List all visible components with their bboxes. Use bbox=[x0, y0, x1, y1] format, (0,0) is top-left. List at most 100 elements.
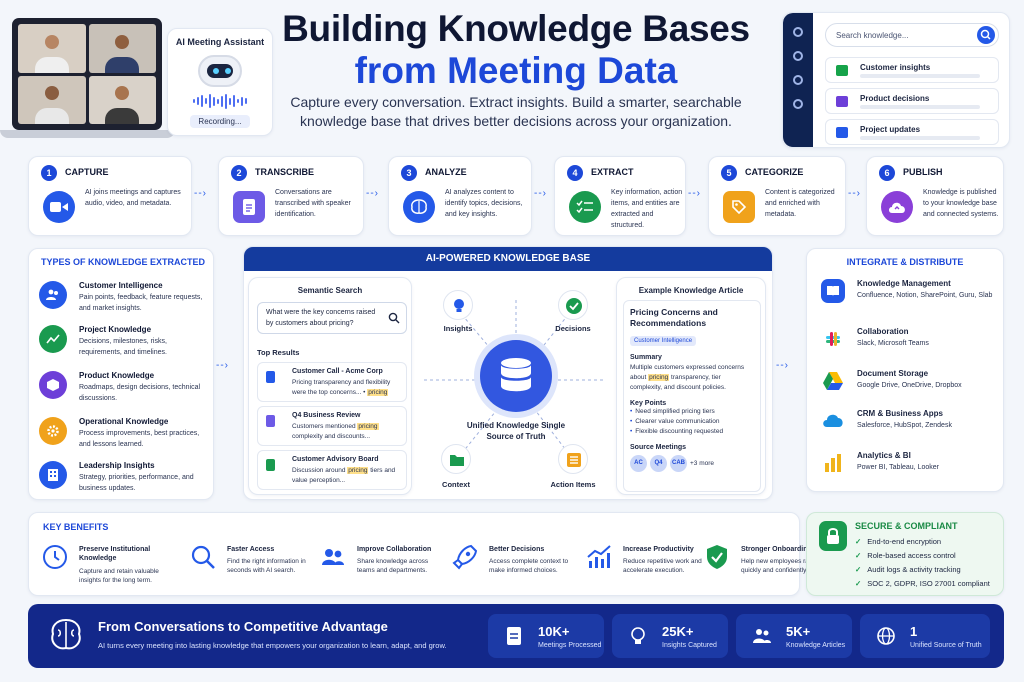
search-button[interactable] bbox=[977, 26, 995, 44]
node-label-context: Context bbox=[442, 480, 470, 489]
trend-icon bbox=[585, 543, 613, 571]
search-item-project-updates[interactable]: Project updates bbox=[825, 119, 999, 145]
step-extract: 4 EXTRACT Key information, action items,… bbox=[554, 156, 686, 236]
benefits-title: KEY BENEFITS bbox=[43, 522, 109, 532]
rocket-icon bbox=[451, 543, 479, 571]
document-icon bbox=[266, 459, 275, 471]
source-meetings: AC Q4 CAB +3 more bbox=[630, 455, 754, 472]
cloud-upload-icon bbox=[881, 191, 913, 223]
bar-chart-icon bbox=[821, 451, 845, 475]
knowledge-base-title: AI-POWERED KNOWLEDGE BASE bbox=[244, 247, 772, 271]
article-title: Pricing Concerns and Recommendations bbox=[630, 307, 718, 328]
participant-video bbox=[88, 75, 156, 124]
globe-icon bbox=[876, 626, 896, 646]
stat-insights: 25K+Insights Captured bbox=[612, 614, 728, 658]
page-title: Building Knowledge Bases bbox=[282, 8, 750, 49]
users-icon bbox=[319, 543, 347, 571]
flow-arrow: --› bbox=[534, 188, 547, 199]
recording-badge: Recording... bbox=[190, 115, 250, 128]
flow-arrow: --› bbox=[848, 188, 861, 199]
check-circle-icon bbox=[558, 290, 588, 320]
footer-banner: From Conversations to Competitive Advant… bbox=[28, 604, 1004, 668]
settings-icon[interactable] bbox=[793, 99, 803, 109]
lock-icon bbox=[819, 521, 847, 551]
node-label-decisions: Decisions bbox=[555, 324, 591, 333]
article-body: Pricing Concerns and Recommendations Cus… bbox=[623, 300, 761, 492]
example-article-card: Example Knowledge Article Pricing Concer… bbox=[616, 277, 766, 495]
node-label-action-items: Action Items bbox=[550, 480, 596, 489]
footer-title: From Conversations to Competitive Advant… bbox=[98, 619, 388, 634]
tag-icon bbox=[723, 191, 755, 223]
building-icon bbox=[39, 461, 67, 489]
integrate-distribute-panel: INTEGRATE & DISTRIBUTE Knowledge Managem… bbox=[806, 248, 1004, 492]
secure-compliant-panel: SECURE & COMPLIANT End-to-end encryption… bbox=[806, 512, 1004, 596]
article-tag: Customer Intelligence bbox=[630, 336, 697, 346]
lightbulb-icon bbox=[443, 290, 473, 320]
ai-meeting-assistant-card: AI Meeting Assistant Recording... bbox=[167, 28, 273, 136]
flow-arrow: --› bbox=[194, 188, 207, 199]
semantic-search-input[interactable]: What were the key concerns raised by cus… bbox=[257, 302, 407, 334]
more-sources-link[interactable]: +3 more bbox=[690, 460, 715, 467]
stat-meetings: 10K+Meetings Processed bbox=[488, 614, 604, 658]
step-publish: 6 PUBLISH Knowledge is published to your… bbox=[866, 156, 1004, 236]
search-input[interactable]: Search knowledge... bbox=[825, 23, 999, 47]
folder-icon bbox=[441, 444, 471, 474]
search-item-customer-insights[interactable]: Customer insights bbox=[825, 57, 999, 83]
clock-icon bbox=[41, 543, 69, 571]
hub-label: Unified Knowledge Single Source of Truth bbox=[466, 421, 566, 441]
source-chip[interactable]: AC bbox=[630, 455, 647, 472]
gear-icon bbox=[39, 417, 67, 445]
integrate-title: INTEGRATE & DISTRIBUTE bbox=[846, 257, 964, 267]
checklist-icon bbox=[569, 191, 601, 223]
search-icon bbox=[189, 543, 217, 571]
app-sidebar bbox=[783, 13, 813, 147]
document-icon bbox=[233, 191, 265, 223]
source-chip[interactable]: Q4 bbox=[650, 455, 667, 472]
types-title: TYPES OF KNOWLEDGE EXTRACTED bbox=[41, 257, 206, 267]
stat-articles: 5K+Knowledge Articles bbox=[736, 614, 852, 658]
semantic-search-card: Semantic Search What were the key concer… bbox=[248, 277, 412, 495]
secure-title: SECURE & COMPLIANT bbox=[855, 521, 958, 531]
robot-icon bbox=[198, 55, 242, 87]
grid-icon[interactable] bbox=[793, 51, 803, 61]
step-capture: 1 CAPTURE AI joins meetings and captures… bbox=[28, 156, 192, 236]
node-label-insights: Insights bbox=[443, 324, 473, 333]
knowledge-search-panel: Search knowledge... Customer insights Pr… bbox=[782, 12, 1010, 148]
source-chip[interactable]: CAB bbox=[670, 455, 687, 472]
video-call-illustration bbox=[12, 18, 162, 130]
folder-icon bbox=[836, 127, 848, 138]
footer-desc: AI turns every meeting into lasting know… bbox=[98, 641, 447, 650]
list-icon bbox=[558, 444, 588, 474]
document-icon bbox=[266, 415, 275, 427]
lightbulb-icon bbox=[628, 626, 648, 646]
flow-arrow: --› bbox=[366, 188, 379, 199]
users-icon bbox=[39, 281, 67, 309]
key-benefits-panel: KEY BENEFITS Preserve Institutional Know… bbox=[28, 512, 827, 596]
search-icon bbox=[388, 312, 400, 324]
page-subtitle: Capture every conversation. Extract insi… bbox=[290, 94, 742, 129]
flow-arrow: --› bbox=[688, 188, 701, 199]
search-item-product-decisions[interactable]: Product decisions bbox=[825, 88, 999, 114]
audio-wave-icon bbox=[168, 93, 272, 109]
slack-icon bbox=[821, 327, 845, 351]
document-icon bbox=[266, 371, 275, 383]
brain-icon bbox=[46, 616, 86, 656]
shield-check-icon bbox=[703, 543, 731, 571]
user-icon[interactable] bbox=[793, 75, 803, 85]
chart-icon bbox=[39, 325, 67, 353]
flow-arrow: --› bbox=[216, 360, 229, 371]
types-of-knowledge-panel: TYPES OF KNOWLEDGE EXTRACTED Customer In… bbox=[28, 248, 214, 500]
home-icon[interactable] bbox=[793, 27, 803, 37]
participant-video bbox=[18, 75, 86, 124]
step-transcribe: 2 TRANSCRIBE Conversations are transcrib… bbox=[218, 156, 364, 236]
cloud-icon bbox=[821, 409, 845, 433]
users-icon bbox=[752, 626, 772, 646]
cube-icon bbox=[836, 96, 848, 107]
drive-icon bbox=[821, 369, 845, 393]
participant-video bbox=[88, 24, 156, 73]
document-icon bbox=[504, 626, 524, 646]
brain-icon bbox=[403, 191, 435, 223]
